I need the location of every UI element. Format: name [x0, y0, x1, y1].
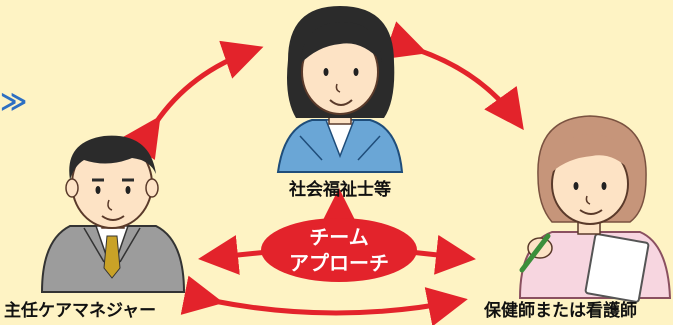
- team-approach-badge: チーム アプローチ: [261, 218, 417, 282]
- nurse-illustration: [518, 115, 672, 303]
- role-label-social-worker: 社会福祉士等: [288, 179, 391, 200]
- role-label-care-manager: 主任ケアマネジャー: [4, 300, 156, 321]
- arrow-center-right: [407, 234, 476, 275]
- decoration-mark: ≫: [0, 87, 27, 117]
- arrow-top-right: [383, 21, 524, 131]
- care-manager-illustration: [40, 135, 186, 293]
- role-label-nurse: 保健師または看護師: [483, 300, 637, 321]
- arrow-top-left: [121, 40, 264, 161]
- social-worker-illustration: [276, 6, 404, 173]
- badge-line-1: チーム: [309, 225, 368, 249]
- relation-arrows: [121, 21, 524, 325]
- arrow-center-left: [198, 235, 271, 275]
- arrow-bottom: [180, 275, 468, 325]
- badge-line-2: アプローチ: [289, 251, 389, 275]
